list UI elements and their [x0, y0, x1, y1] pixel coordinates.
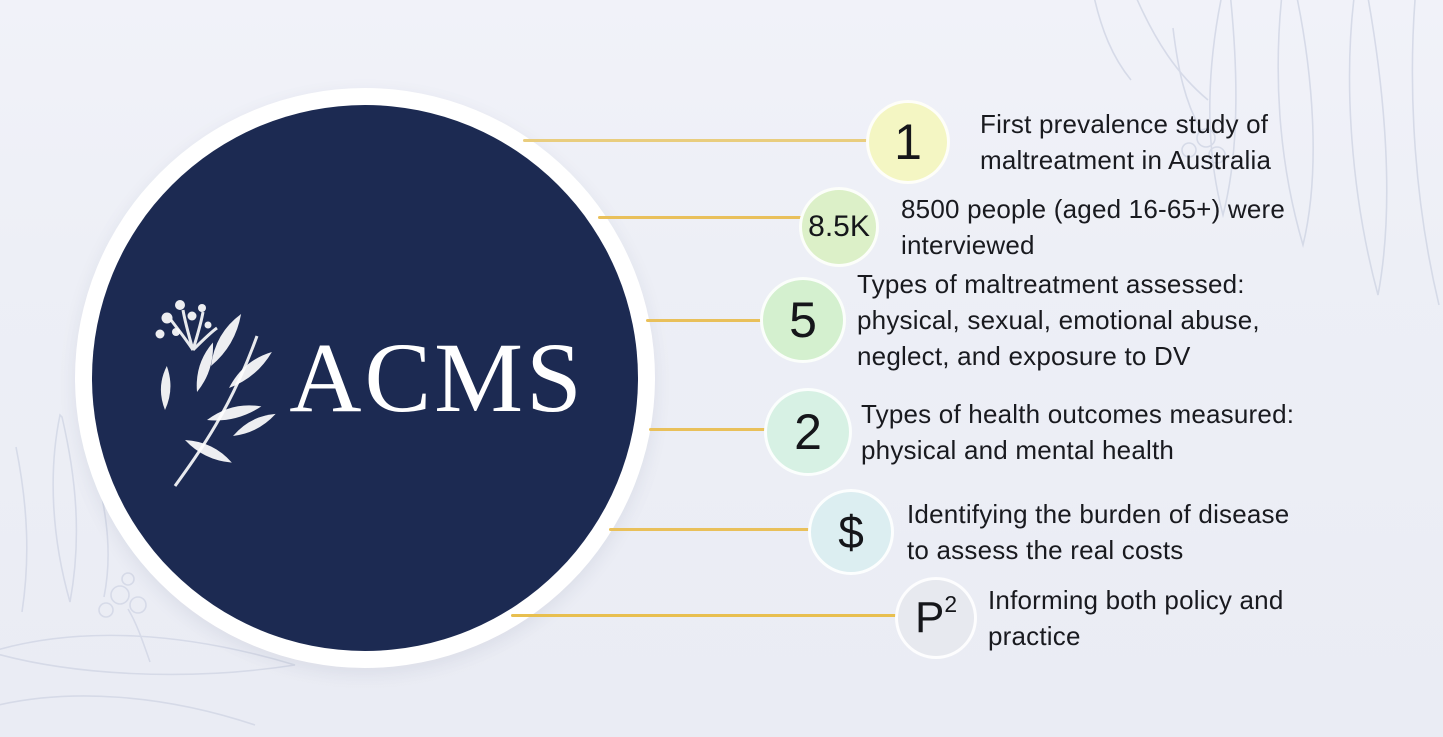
fact-badge-5: 5 [760, 277, 846, 363]
connector-line-2 [598, 216, 806, 219]
fact-text: 8500 people (aged 16-65+) were interview… [901, 194, 1286, 260]
badge-label: $ [838, 506, 864, 558]
connector-line-5 [609, 528, 817, 531]
acms-logo-circle: ACMS [92, 105, 638, 651]
fact-item-participants: 8.5K 8500 people (aged 16-65+) were inte… [799, 187, 1285, 267]
connector-line-6 [511, 614, 905, 617]
fact-badge-dollar: $ [808, 489, 894, 575]
acms-logo-title: ACMS [289, 322, 585, 433]
fact-item-burden-of-disease: $ Identifying the burden of disease to a… [808, 489, 1289, 575]
fact-badge-2: 2 [764, 388, 852, 476]
badge-label: 8.5K [808, 210, 870, 243]
fact-badge-8-5k: 8.5K [799, 187, 879, 267]
badge-label: P [914, 593, 945, 642]
fact-text: Types of health outcomes measured: physi… [861, 399, 1295, 465]
fact-item-prevalence: 1 First prevalence study of maltreatment… [866, 100, 1271, 184]
connector-line-1 [523, 139, 873, 142]
fact-text: Types of maltreatment assessed: physical… [857, 269, 1260, 371]
connector-line-3 [646, 319, 772, 322]
eucalyptus-branch-icon [155, 299, 276, 487]
fact-badge-1: 1 [866, 100, 950, 184]
fact-text: Identifying the burden of disease to ass… [907, 499, 1290, 565]
acms-logo-ring: ACMS [75, 88, 655, 668]
acms-logo: ACMS [145, 276, 585, 487]
fact-item-maltreatment-types: 5 Types of maltreatment assessed: physic… [760, 266, 1260, 374]
fact-item-health-outcomes: 2 Types of health outcomes measured: phy… [764, 388, 1294, 476]
connector-line-4 [649, 428, 775, 431]
badge-label: 1 [894, 114, 922, 170]
badge-label: 2 [794, 404, 822, 460]
fact-text: First prevalence study of maltreatment i… [980, 109, 1272, 175]
badge-label: 5 [789, 292, 817, 348]
fact-text: Informing both policy and practice [988, 585, 1284, 651]
